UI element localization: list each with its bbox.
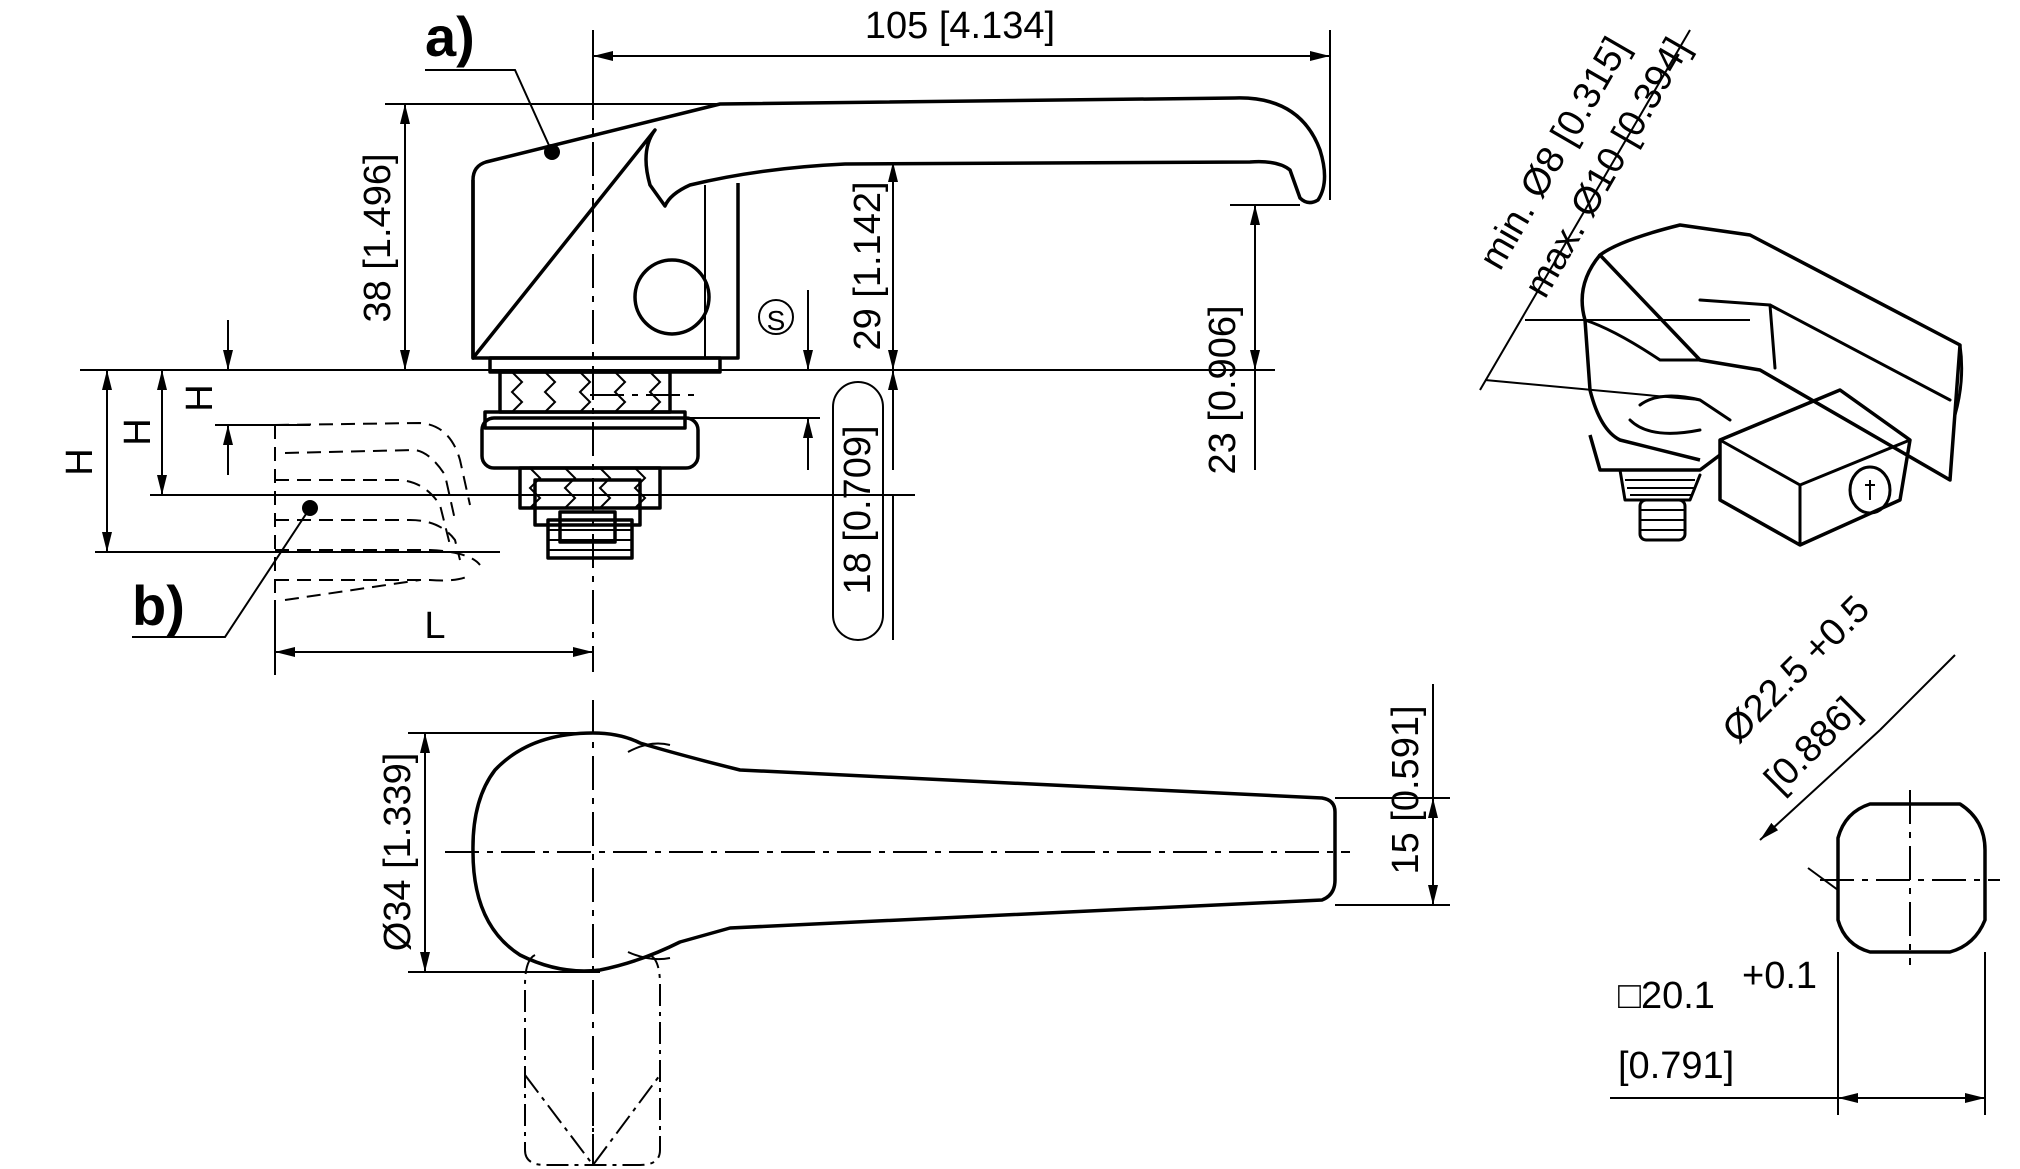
dimension-l: L: [274, 600, 593, 675]
dim-15-label: 15 [0.591]: [1385, 705, 1427, 874]
handle-top-outline: [471, 731, 1337, 973]
dimension-38: 38 [1.496]: [357, 103, 720, 370]
dimension-dia-34: Ø34 [1.339]: [377, 732, 600, 973]
callout-a-label: a): [425, 5, 475, 68]
handle-side-outline: [471, 96, 1327, 360]
dim-h2-label: H: [117, 418, 159, 445]
callout-b-label: b): [132, 574, 185, 637]
dim-cutout-square-inch-label: [0.791]: [1618, 1045, 1734, 1087]
cam-latch: [533, 478, 642, 527]
dimension-s: S: [680, 290, 820, 470]
dimension-h: H H H: [59, 320, 500, 553]
dim-dia-34-label: Ø34 [1.339]: [377, 753, 419, 952]
dim-cutout-square-label: □20.1: [1618, 975, 1715, 1017]
dimension-15: 15 [0.591]: [1335, 684, 1450, 906]
dim-105-label: 105 [4.134]: [865, 5, 1055, 47]
dimension-18: 18 [0.709]: [500, 370, 915, 641]
dimension-105: 105 [4.134]: [592, 5, 1331, 200]
callout-b: b): [132, 500, 318, 638]
dim-23-label: 23 [0.906]: [1202, 305, 1244, 474]
dim-h3-label: H: [59, 448, 101, 475]
dim-s-label: S: [767, 305, 786, 336]
isometric-view: [1484, 223, 1964, 547]
dim-cutout-square-tol-label: +0.1: [1742, 955, 1817, 997]
side-view: [274, 30, 1327, 672]
callout-a: a): [425, 5, 560, 160]
cam-phantom-positions: [274, 421, 481, 601]
dim-38-label: 38 [1.496]: [357, 153, 399, 322]
dimension-23: 23 [0.906]: [1202, 204, 1300, 475]
dimension-29: 29 [1.142]: [847, 162, 898, 370]
dimension-shackle: min. Ø8 [0.315] max. Ø10 [0.394]: [1471, 29, 1750, 391]
mounting-nut: [480, 416, 700, 470]
cutout-outline: [1836, 802, 1987, 954]
dim-29-label: 29 [1.142]: [847, 181, 889, 350]
dim-18-label: 18 [0.709]: [837, 425, 879, 594]
dim-h1-label: H: [179, 384, 221, 411]
key-button: [633, 258, 711, 336]
dim-l-label: L: [424, 605, 445, 647]
top-view: [445, 700, 1350, 1167]
panel-cutout: Ø22.5 +0.5 [0.886] □20.1 +0.1 [0.791]: [1610, 588, 2000, 1115]
